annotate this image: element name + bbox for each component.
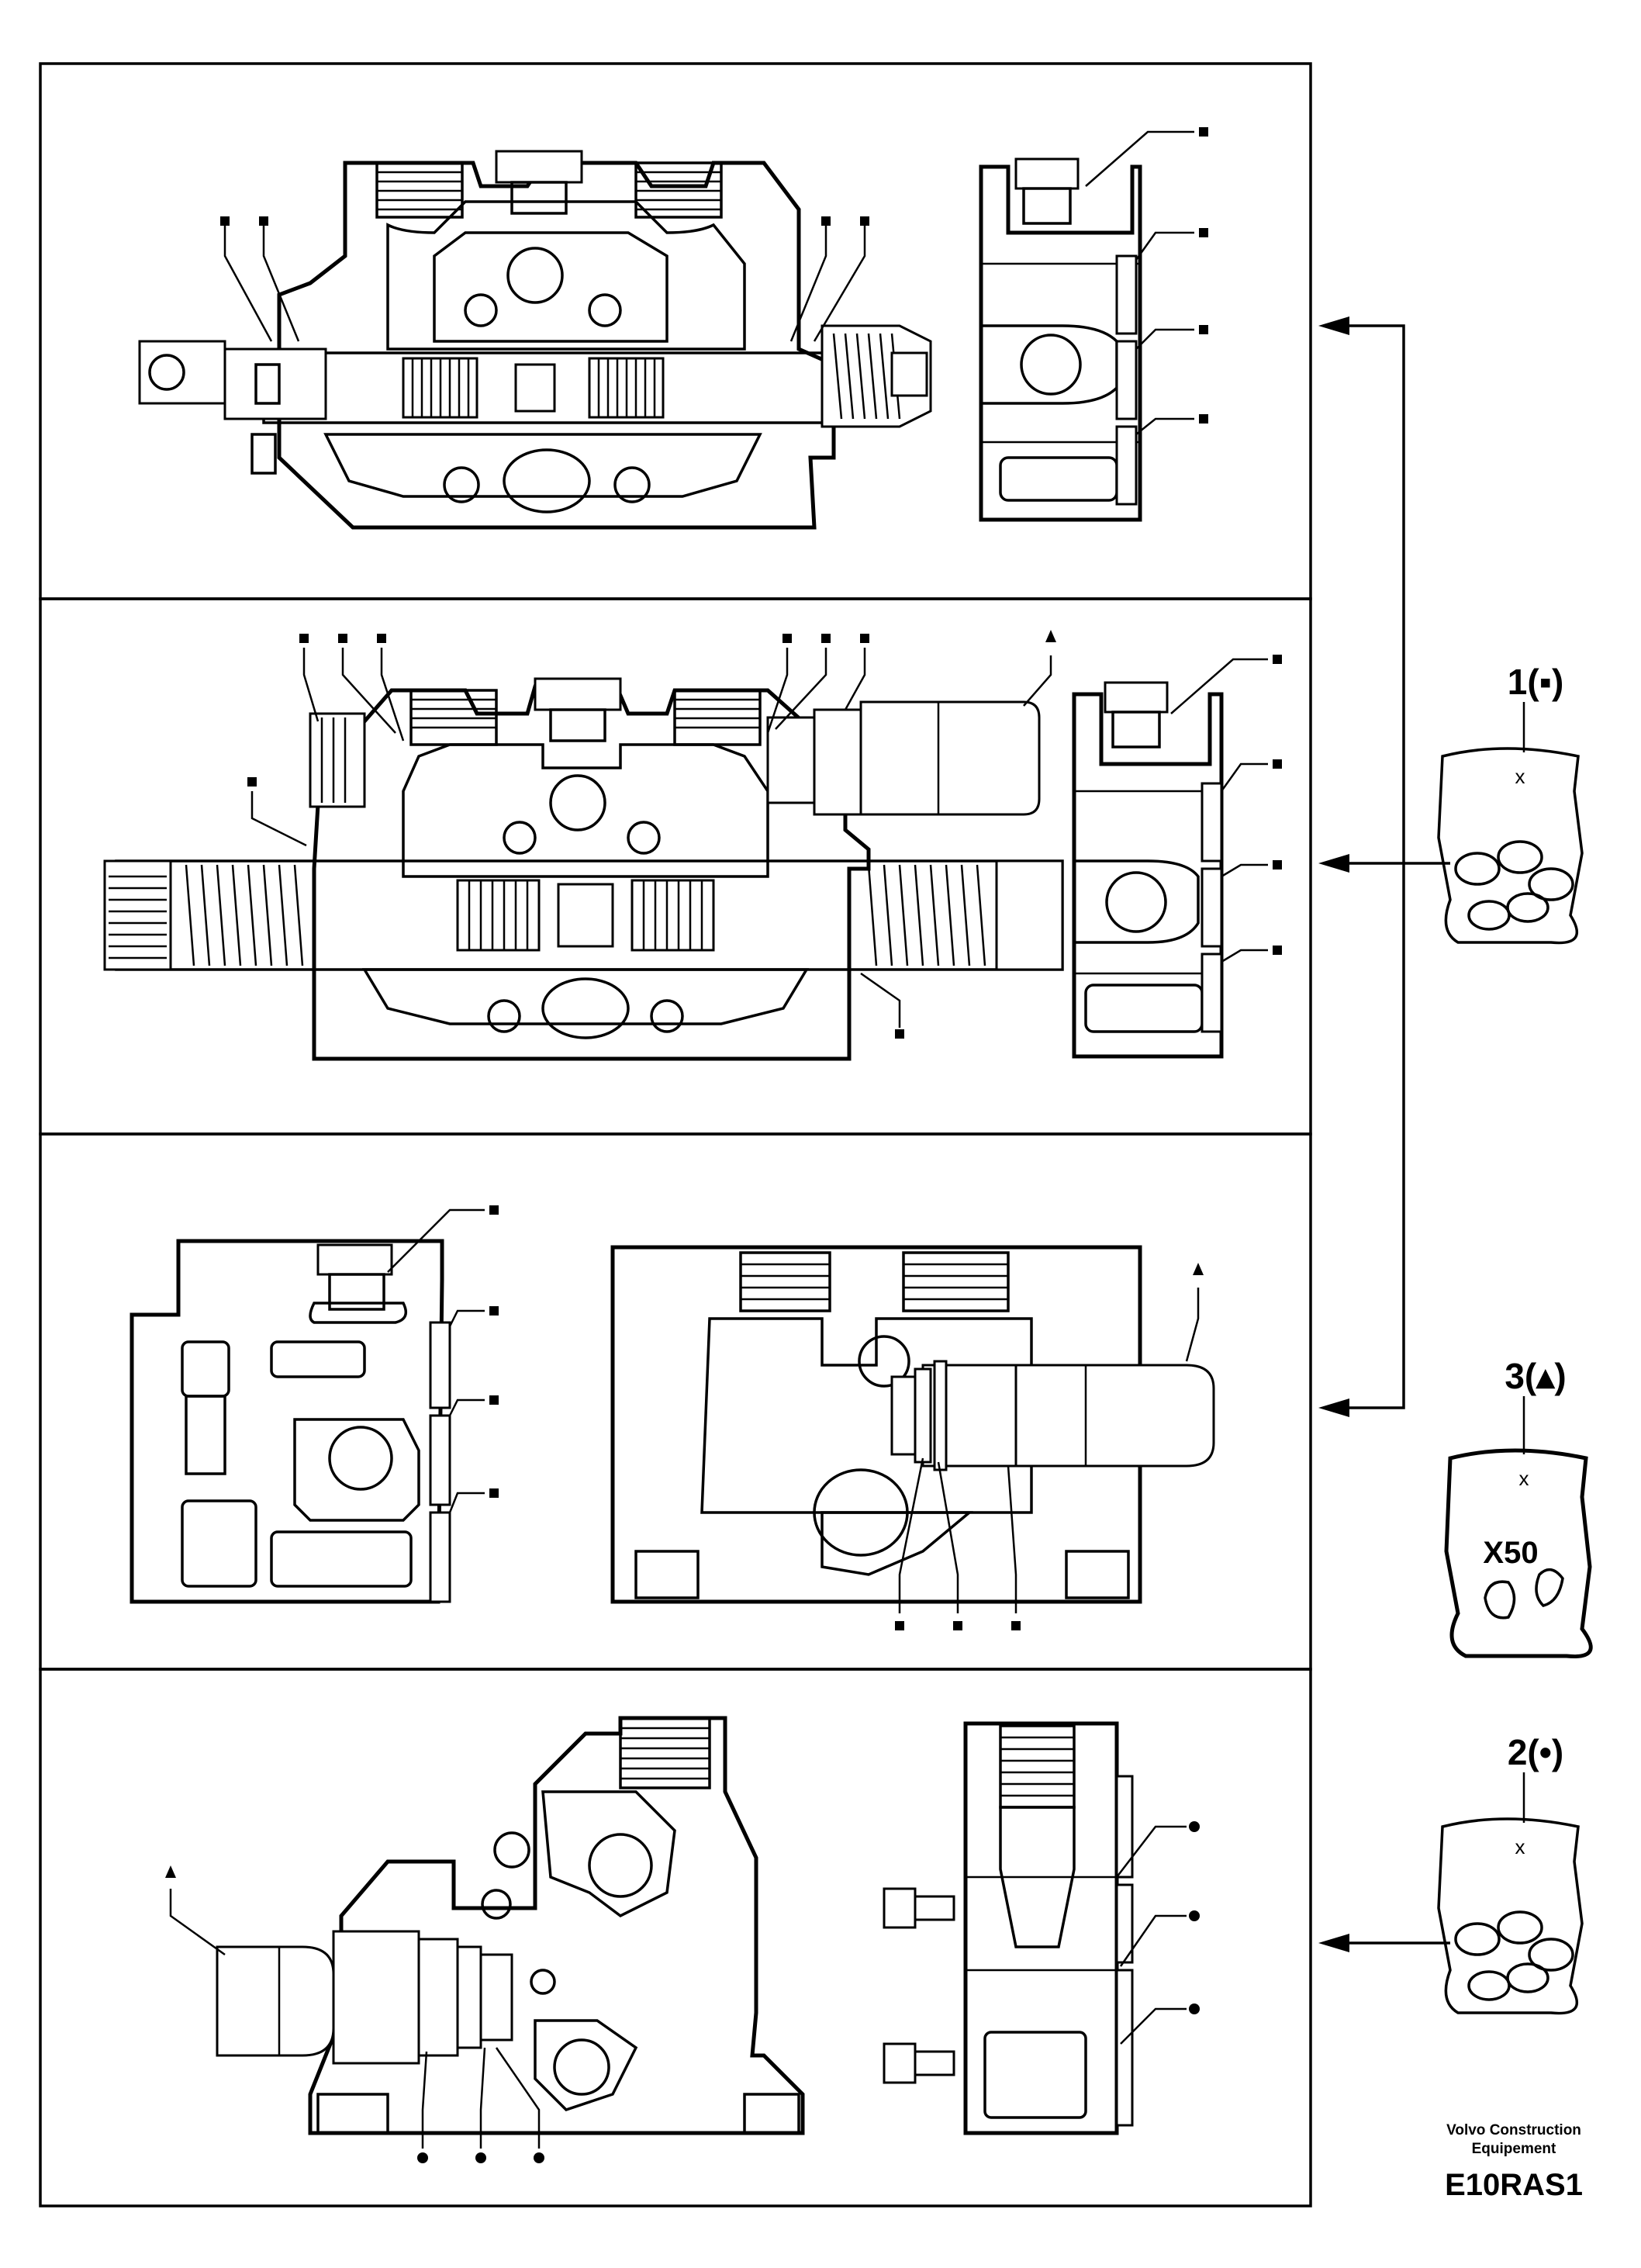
kit-1-bag: [1437, 747, 1584, 945]
panel-1-side-leaders: [1085, 130, 1194, 435]
drawing-code: E10RAS1: [1445, 2168, 1583, 2202]
panel-4-section-view: [165, 1716, 805, 2163]
panel-3-side-leaders: [387, 1208, 485, 1513]
kit-3-bag-mark: x: [1519, 1467, 1529, 1490]
arrow-panel-3: [1318, 1398, 1349, 1417]
p4-port-threads: [620, 1727, 710, 1780]
panel-2-leaders: [250, 648, 1052, 1028]
panel-3-markers: [895, 1263, 1204, 1630]
panel-3-section-view: [610, 1245, 1215, 1630]
panel-3-side-view: [130, 1205, 499, 1604]
panel-2-section-view: [103, 630, 1064, 1061]
panel-4-side-markers: [1189, 1821, 1200, 2014]
panel-2-side-view: [1072, 655, 1282, 1059]
panel-4-markers: [165, 1865, 544, 2163]
arrow-panel-4: [1318, 1934, 1349, 1952]
panel-frames: [39, 62, 1312, 2207]
panel-2-side-markers: [1273, 655, 1282, 955]
panel-4-frame: [39, 1668, 1312, 2207]
kit-1-seals: [1454, 840, 1574, 931]
panel-2-markers: [247, 630, 1056, 1039]
kit-1-label: 1(▪): [1508, 662, 1564, 702]
panel-1-side-markers: [1199, 127, 1208, 424]
kit-2-label: 2(•): [1508, 1732, 1563, 1772]
kit-3-group: 3(▴) x X50: [1444, 1356, 1593, 1659]
company-line-2: Equipement: [1472, 2141, 1556, 2157]
kit-connector-lines: [1318, 316, 1450, 1952]
panel-4-leaders: [169, 1889, 541, 2149]
panel-2-side-leaders: [1170, 658, 1268, 963]
arrow-panel-2: [1318, 854, 1349, 873]
p2-spring-left: [185, 864, 304, 966]
spring-coils: [832, 333, 901, 420]
p2-port-threads: [411, 698, 760, 729]
kit-3-bag: [1444, 1448, 1593, 1659]
spool-lands: [402, 357, 665, 419]
panel-3-leaders: [898, 1288, 1200, 1613]
kit-1-group: 1(▪) x: [1437, 662, 1584, 945]
bolt-upper: [883, 1887, 955, 1929]
arrow-panel-1: [1318, 316, 1349, 335]
p2-spool-grooves: [468, 880, 703, 950]
p4-side-threads: [1000, 1736, 1074, 1797]
kit-3-label: 3(▴): [1505, 1356, 1566, 1396]
panel-1-square-markers: [220, 216, 869, 226]
kit-2-bag-mark: x: [1515, 1835, 1525, 1858]
kit-2-seals: [1454, 1910, 1574, 2001]
panel-4-side-leaders: [1116, 1825, 1187, 2045]
company-line-1: Volvo Construction: [1446, 2122, 1581, 2138]
panel-3-side-markers: [489, 1205, 499, 1498]
panel-1-side-view: [979, 127, 1208, 522]
panel-1-leaders: [223, 221, 866, 342]
panel-1-section-view: [138, 150, 932, 530]
p2-adjust-threads: [109, 875, 167, 959]
kit-3-quantity: X50: [1483, 1536, 1538, 1570]
kit-2-bag: [1437, 1817, 1584, 2015]
footer: Volvo Construction Equipement E10RAS1: [1445, 2122, 1583, 2202]
port-threads-left: [377, 171, 462, 211]
kit-1-bag-mark: x: [1515, 765, 1525, 788]
p3-port-threads: [741, 1263, 1008, 1301]
kit-2-group: 2(•) x: [1437, 1732, 1584, 2015]
port-threads-right: [636, 171, 721, 211]
bolt-lower: [883, 2042, 955, 2084]
panel-2-frame: [39, 597, 1312, 1136]
kit-3-clips: [1484, 1568, 1564, 1620]
panel-4-side-view: [883, 1721, 1200, 2135]
p2-spring-right: [867, 864, 986, 966]
